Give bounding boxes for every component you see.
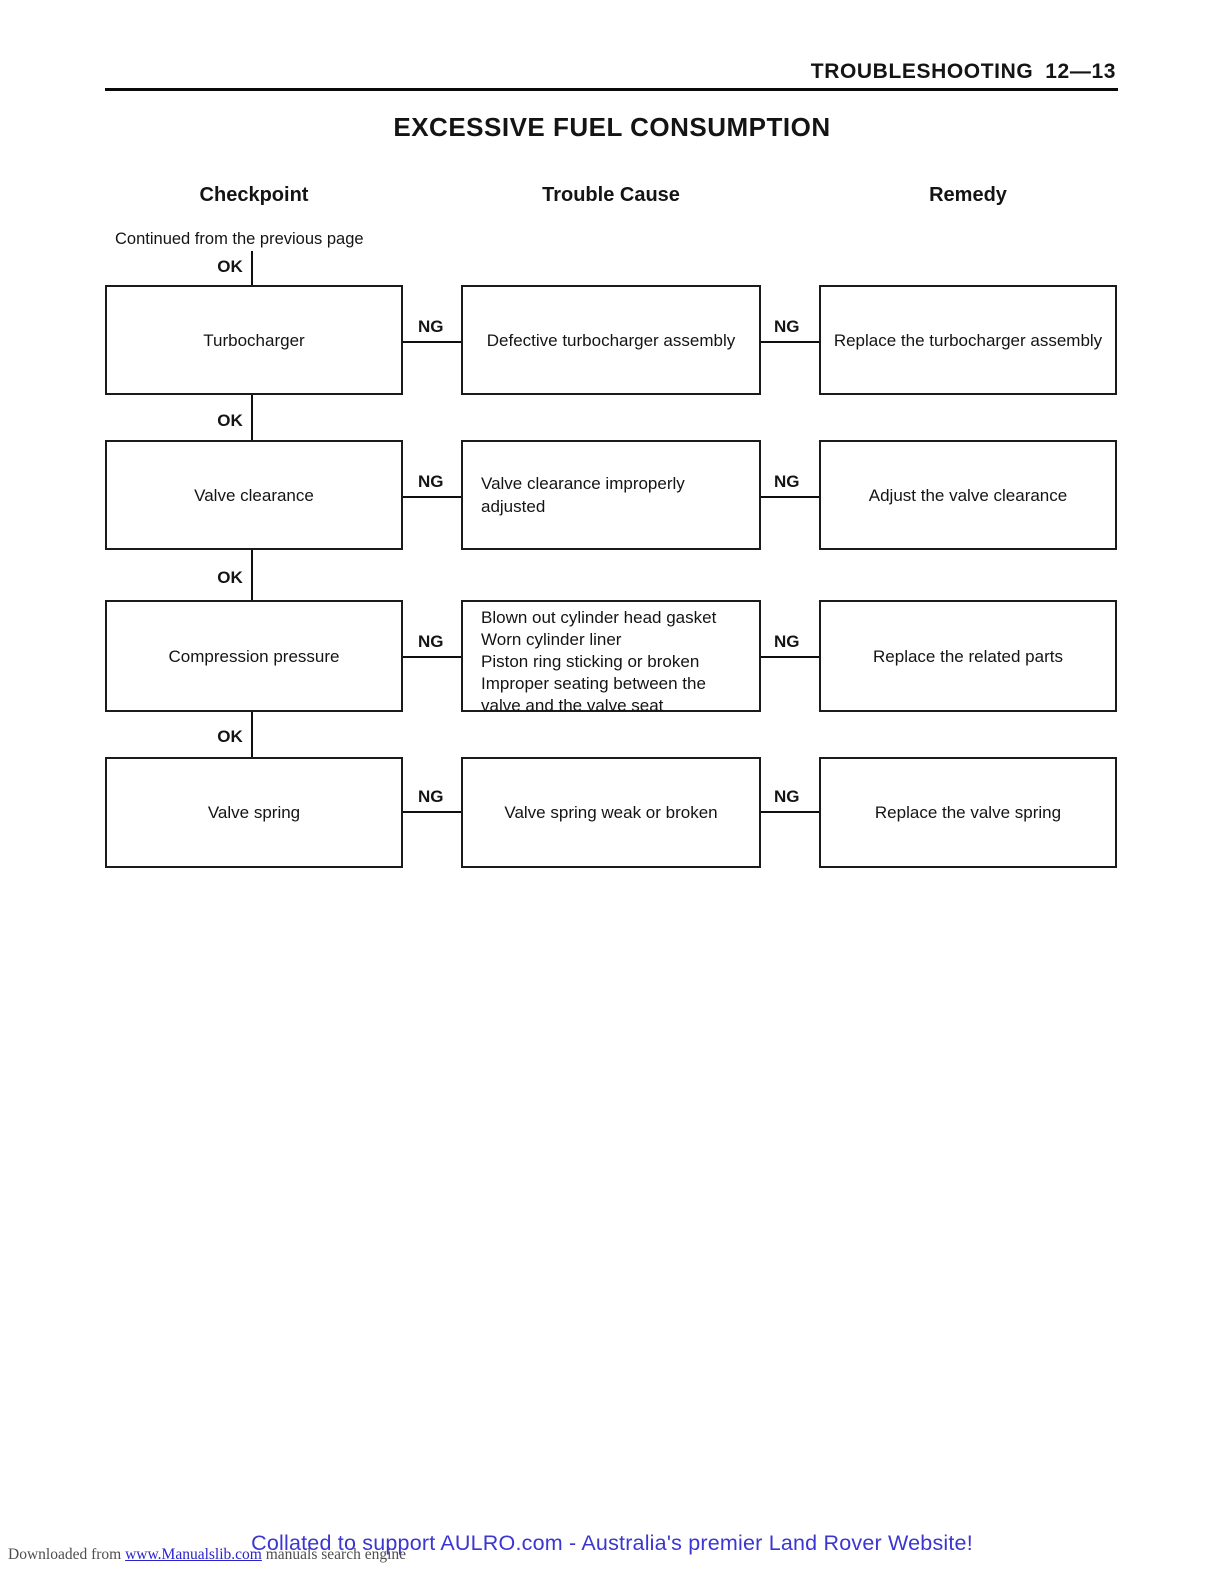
flow-vertical-connector [251, 395, 253, 440]
checkpoint-label: Valve clearance [194, 485, 314, 505]
flow-ng-connector [403, 656, 461, 658]
checkpoint-label: Compression pressure [168, 646, 340, 666]
remedy-box: Adjust the valve clearance [819, 440, 1117, 550]
remedy-text: Adjust the valve clearance [868, 485, 1068, 505]
column-header-checkpoint: Checkpoint [199, 184, 309, 206]
remedy-box: Replace the related parts [819, 600, 1117, 712]
ng-label: NG [418, 472, 444, 491]
ng-label: NG [774, 472, 800, 491]
trouble-cause-text: Defective turbocharger assembly [486, 330, 736, 350]
downloaded-prefix: Downloaded from [8, 1546, 126, 1563]
checkpoint-box-valve-spring: Valve spring [105, 757, 403, 868]
remedy-text: Replace the valve spring [874, 803, 1062, 822]
trouble-cause-box: Blown out cylinder head gasket Worn cyli… [461, 600, 761, 715]
remedy-box: Replace the valve spring [819, 757, 1117, 868]
ng-label: NG [418, 632, 444, 651]
aulro-footer-stamp: Collated to support AULRO.com - Australi… [0, 1531, 1224, 1556]
trouble-cause-box: Valve spring weak or broken [461, 757, 761, 868]
flow-ng-connector [403, 496, 461, 498]
page-header: TROUBLESHOOTING 12—13 [811, 60, 1116, 84]
ng-label: NG [774, 317, 800, 336]
ng-label: NG [774, 632, 800, 651]
ng-label: NG [418, 787, 444, 806]
aulro-link[interactable]: Collated to support AULRO.com - Australi… [251, 1531, 973, 1555]
column-header-trouble-cause: Trouble Cause [542, 184, 680, 206]
manualslib-footer: Downloaded from www.Manualslib.com manua… [8, 1546, 406, 1564]
continued-note: Continued from the previous page [115, 230, 364, 248]
manualslib-link[interactable]: www.Manualslib.com [125, 1546, 262, 1563]
trouble-cause-text: Valve clearance improperly adjusted [481, 474, 685, 516]
header-rule [105, 88, 1118, 91]
flow-ng-connector [761, 496, 819, 498]
flow-vertical-connector [251, 712, 253, 757]
column-header-remedy: Remedy [929, 184, 1007, 206]
trouble-cause-box: Valve clearance improperly adjusted [461, 440, 761, 550]
ng-label: NG [418, 317, 444, 336]
checkpoint-label: Valve spring [207, 803, 301, 822]
checkpoint-label: Turbocharger [203, 330, 305, 350]
ok-label: OK [217, 727, 243, 746]
remedy-text: Replace the turbocharger assembly [833, 330, 1103, 350]
remedy-box: Replace the turbocharger assembly [819, 285, 1117, 395]
header-section-title: TROUBLESHOOTING [810, 60, 1034, 83]
downloaded-suffix: manuals search engine [261, 1546, 407, 1563]
ng-label: NG [774, 787, 800, 806]
flow-ng-connector [761, 656, 819, 658]
ok-label: OK [217, 568, 243, 587]
ok-label: OK [217, 257, 243, 276]
remedy-text: Replace the related parts [873, 646, 1063, 666]
flow-vertical-connector [251, 251, 253, 285]
trouble-cause-text: Blown out cylinder head gasket Worn cyli… [481, 608, 717, 715]
trouble-cause-box: Defective turbocharger assembly [461, 285, 761, 395]
page-title: EXCESSIVE FUEL CONSUMPTION [393, 112, 831, 142]
checkpoint-box-valve-clearance: Valve clearance [105, 440, 403, 550]
flow-ng-connector [761, 811, 819, 813]
trouble-cause-text: Valve spring weak or broken [504, 803, 718, 822]
header-page-number: 12—13 [1045, 60, 1116, 83]
checkpoint-box-turbocharger: Turbocharger [105, 285, 403, 395]
flow-vertical-connector [251, 550, 253, 600]
flow-ng-connector [403, 811, 461, 813]
ok-label: OK [217, 411, 243, 430]
flow-ng-connector [761, 341, 819, 343]
checkpoint-box-compression-pressure: Compression pressure [105, 600, 403, 712]
flow-ng-connector [403, 341, 461, 343]
